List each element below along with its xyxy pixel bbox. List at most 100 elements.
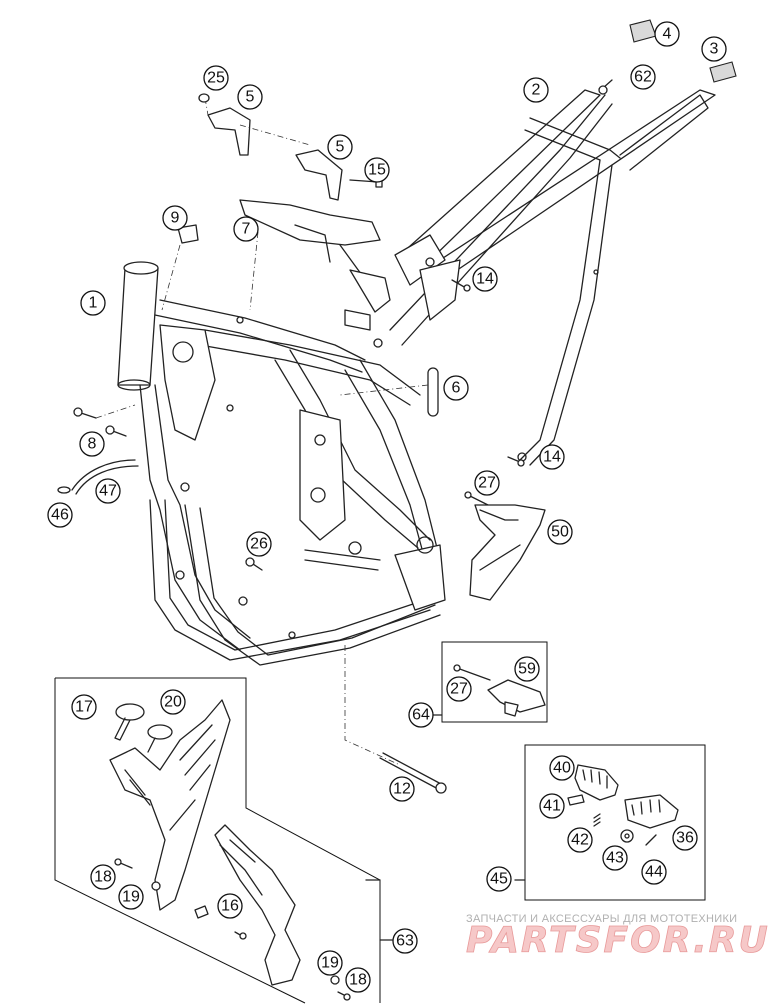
callout-25: 25 bbox=[203, 65, 229, 91]
callout-circle bbox=[79, 431, 105, 457]
callout-62: 62 bbox=[630, 64, 656, 90]
callout-circle bbox=[641, 859, 667, 885]
callout-number: 64 bbox=[412, 707, 430, 724]
callout-15: 15 bbox=[364, 157, 390, 183]
callout-circle bbox=[547, 519, 573, 545]
callout-circle bbox=[630, 64, 656, 90]
callout-number: 12 bbox=[393, 781, 411, 798]
callout-14: 14 bbox=[472, 266, 498, 292]
callout-14: 14 bbox=[539, 444, 565, 470]
callout-2: 2 bbox=[523, 77, 549, 103]
callout-number: 14 bbox=[543, 449, 561, 466]
callout-number: 5 bbox=[336, 139, 345, 156]
callout-19: 19 bbox=[317, 950, 343, 976]
box-63 bbox=[54, 677, 381, 1004]
callout-number: 25 bbox=[207, 70, 225, 87]
main-frame bbox=[117, 261, 446, 666]
callout-18: 18 bbox=[90, 864, 116, 890]
callout-number: 62 bbox=[634, 69, 652, 86]
callout-number: 41 bbox=[543, 798, 561, 815]
callout-number: 17 bbox=[75, 699, 93, 716]
callout-circle bbox=[203, 65, 229, 91]
callout-number: 4 bbox=[663, 26, 672, 43]
callout-circle bbox=[162, 205, 188, 231]
callout-43: 43 bbox=[602, 845, 628, 871]
callout-44: 44 bbox=[641, 859, 667, 885]
callout-number: 18 bbox=[349, 972, 367, 989]
callout-circle bbox=[392, 928, 418, 954]
callout-6: 6 bbox=[443, 375, 469, 401]
callout-number: 19 bbox=[321, 955, 339, 972]
callout-64: 64 bbox=[408, 702, 434, 728]
callout-number: 16 bbox=[221, 898, 239, 915]
callout-circle bbox=[672, 825, 698, 851]
watermark: ЗАПЧАСТИ И АКСЕССУАРЫ ДЛЯ МОТОТЕХНИКИ PA… bbox=[466, 913, 770, 961]
callout-circle bbox=[364, 157, 390, 183]
callout-40: 40 bbox=[549, 755, 575, 781]
callout-circle bbox=[71, 694, 97, 720]
callout-number: 46 bbox=[51, 507, 69, 524]
callout-41: 41 bbox=[539, 793, 565, 819]
callout-circle bbox=[217, 893, 243, 919]
callout-number: 44 bbox=[645, 864, 663, 881]
callout-circle bbox=[160, 689, 186, 715]
callout-number: 8 bbox=[88, 436, 97, 453]
callout-number: 40 bbox=[553, 760, 571, 777]
callout-4: 4 bbox=[654, 21, 680, 47]
watermark-logo: PARTSFOR.RU bbox=[466, 920, 770, 961]
callout-circle bbox=[233, 216, 259, 242]
small-parts bbox=[57, 19, 737, 794]
callout-circle bbox=[408, 702, 434, 728]
callout-27: 27 bbox=[446, 676, 472, 702]
callout-number: 36 bbox=[676, 830, 694, 847]
callout-number: 2 bbox=[532, 82, 541, 99]
callout-50: 50 bbox=[547, 519, 573, 545]
callout-number: 3 bbox=[710, 41, 719, 58]
callout-circle bbox=[80, 290, 106, 316]
callout-number: 15 bbox=[368, 162, 386, 179]
callout-circle bbox=[701, 36, 727, 62]
callout-1: 1 bbox=[80, 290, 106, 316]
callout-19: 19 bbox=[118, 884, 144, 910]
callout-63: 63 bbox=[392, 928, 418, 954]
callout-number: 6 bbox=[452, 380, 461, 397]
callout-circle bbox=[389, 776, 415, 802]
callout-circle bbox=[523, 77, 549, 103]
subframe bbox=[389, 89, 716, 466]
callout-20: 20 bbox=[160, 689, 186, 715]
callout-labels: 1234556789121414151617181819192025262727… bbox=[47, 21, 727, 993]
callout-number: 19 bbox=[122, 889, 140, 906]
callout-17: 17 bbox=[71, 694, 97, 720]
callout-number: 26 bbox=[250, 536, 268, 553]
callout-number: 47 bbox=[99, 483, 117, 500]
group-brackets bbox=[365, 714, 526, 941]
callout-42: 42 bbox=[567, 827, 593, 853]
callout-circle bbox=[486, 866, 512, 892]
callout-circle bbox=[443, 375, 469, 401]
callout-circle bbox=[474, 470, 500, 496]
callout-circle bbox=[317, 950, 343, 976]
callout-number: 27 bbox=[478, 475, 496, 492]
callout-46: 46 bbox=[47, 502, 73, 528]
callout-5: 5 bbox=[327, 134, 353, 160]
callout-circle bbox=[95, 478, 121, 504]
callout-8: 8 bbox=[79, 431, 105, 457]
callout-3: 3 bbox=[701, 36, 727, 62]
callout-45: 45 bbox=[486, 866, 512, 892]
callout-circle bbox=[118, 884, 144, 910]
callout-59: 59 bbox=[514, 656, 540, 682]
callout-7: 7 bbox=[233, 216, 259, 242]
callout-number: 18 bbox=[94, 869, 112, 886]
watermark-tagline: ЗАПЧАСТИ И АКСЕССУАРЫ ДЛЯ МОТОТЕХНИКИ bbox=[466, 913, 737, 925]
callout-circle bbox=[327, 134, 353, 160]
callout-number: 50 bbox=[551, 524, 569, 541]
callout-circle bbox=[567, 827, 593, 853]
callout-number: 5 bbox=[246, 89, 255, 106]
callout-number: 9 bbox=[171, 210, 180, 227]
callout-circle bbox=[539, 793, 565, 819]
callout-18: 18 bbox=[345, 967, 371, 993]
callout-circle bbox=[539, 444, 565, 470]
callout-circle bbox=[90, 864, 116, 890]
callout-circle bbox=[654, 21, 680, 47]
